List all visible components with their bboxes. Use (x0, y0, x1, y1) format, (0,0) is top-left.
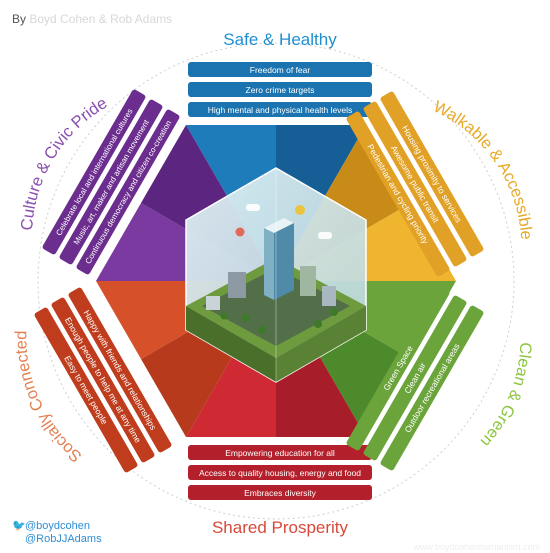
twitter-handle-2[interactable]: @RobJJAdams (12, 533, 102, 545)
culture-item-box-3 (76, 109, 180, 275)
twitter-bird-icon: 🐦 (12, 520, 26, 532)
safe-item-box-2 (188, 82, 372, 97)
byline-prefix: By (12, 12, 27, 26)
city-cube-illustration (185, 167, 367, 383)
prosperity-item-3: Embraces diversity (244, 488, 317, 498)
safe-item-box-1 (188, 62, 372, 77)
prosperity-items: Empowering education for all Access to q… (188, 445, 372, 500)
safe-item-3: High mental and physical health levels (208, 105, 353, 115)
clean-items: Green Space Clean air Outdoor recreation… (346, 285, 484, 471)
prosperity-item-2: Access to quality housing, energy and fo… (199, 468, 361, 478)
culture-item-box-2 (59, 99, 163, 265)
title-walkable-path: Walkable & Accessible (431, 98, 536, 241)
culture-item-box-1 (42, 89, 146, 255)
safe-item-2: Zero crime targets (246, 85, 315, 95)
social-item-box-2 (51, 297, 155, 463)
safe-items: Freedom of fear Zero crime targets High … (188, 62, 372, 117)
social-item-box-3 (34, 307, 138, 473)
social-item-box-1 (68, 287, 172, 453)
clean-item-box-3 (380, 305, 484, 471)
prosperity-item-1: Empowering education for all (225, 448, 335, 458)
walkable-item-box-3 (346, 111, 450, 277)
walkable-item-box-2 (363, 101, 467, 267)
handle-boydcohen: @boydcohen (25, 520, 90, 532)
byline-authors: Boyd Cohen & Rob Adams (29, 12, 173, 26)
byline: By Boyd Cohen & Rob Adams (12, 12, 172, 26)
website-url: www.boydcohenhumanism.com (413, 542, 540, 552)
twitter-handle-1[interactable]: 🐦@boydcohen (12, 519, 90, 532)
title-prosperity: Shared Prosperity (212, 518, 349, 537)
safe-item-box-3 (188, 102, 372, 117)
walkable-item-box-1 (380, 91, 484, 257)
clean-item-box-1 (346, 285, 450, 451)
outer-dashed-ring (37, 42, 515, 520)
title-safe: Safe & Healthy (223, 30, 337, 49)
handle-robjjadams: @RobJJAdams (25, 533, 102, 545)
safe-item-1: Freedom of fear (250, 65, 311, 75)
title-clean: Clean & Green (477, 342, 535, 450)
prosperity-item-box-1 (188, 445, 372, 460)
title-clean-path: Clean & Green (477, 342, 535, 450)
title-walkable: Walkable & Accessible (431, 98, 536, 241)
clean-item-box-2 (363, 295, 467, 461)
prosperity-item-box-2 (188, 465, 372, 480)
prosperity-item-box-3 (188, 485, 372, 500)
